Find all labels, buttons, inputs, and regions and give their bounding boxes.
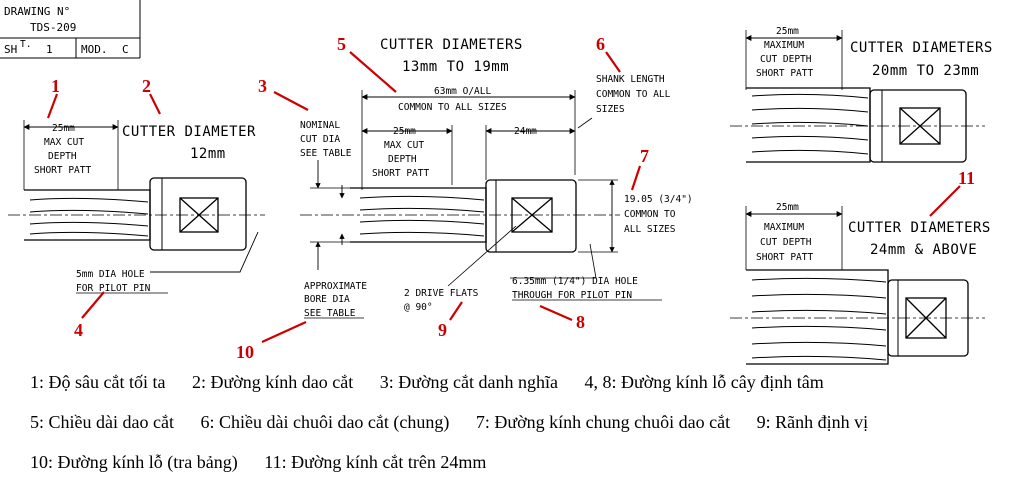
cutter20-depth-line2: CUT DEPTH — [760, 54, 812, 65]
callout-8: 8 — [576, 312, 585, 332]
cutter24-depth-line2: CUT DEPTH — [760, 237, 812, 248]
cutter12-pilot-line1: 5mm DIA HOLE — [76, 269, 145, 280]
cutter12-depth-line2: DEPTH — [48, 151, 77, 162]
legend-item: 6: Chiều dài chuôi dao cắt (chung) — [200, 412, 450, 432]
drawing-number: TDS-209 — [30, 21, 76, 34]
legend-item: 10: Đường kính lỗ (tra bảng) — [30, 452, 238, 472]
cutter12-title: CUTTER DIAMETER — [122, 124, 256, 140]
legend-item: 2: Đường kính dao cắt — [191, 372, 354, 392]
cutter24-depth-dim: 25mm — [776, 202, 799, 213]
cutter13-bore-line3: SEE TABLE — [304, 308, 356, 319]
drawing-number-label: DRAWING N° — [4, 5, 70, 18]
callout-10: 10 — [236, 342, 254, 362]
cutter20-title: CUTTER DIAMETERS — [850, 40, 993, 56]
cutter13-bore-line1: APPROXIMATE — [304, 281, 367, 292]
cutter12-size: 12mm — [190, 146, 226, 162]
cutter13-pilot-line2: THROUGH FOR PILOT PIN — [512, 290, 632, 301]
cutter24-depth-line3: SHORT PATT — [756, 252, 813, 263]
cutter13-depth-dim: 25mm — [393, 126, 416, 137]
cutter-12mm-drawing — [8, 120, 265, 273]
cutter20-depth-line3: SHORT PATT — [756, 68, 813, 79]
callout-1: 1 — [51, 76, 60, 96]
cutter13-flats-line1: 2 DRIVE FLATS — [404, 288, 479, 299]
callout-3: 3 — [258, 76, 267, 96]
cutter-24mm-drawing — [730, 206, 985, 365]
legend-row-1: 1: Độ sâu cắt tối ta 2: Đường kính dao c… — [30, 372, 846, 393]
cutter20-depth-dim: 25mm — [776, 26, 799, 37]
legend-row-3: 10: Đường kính lỗ (tra bảng) 11: Đường k… — [30, 452, 508, 473]
cutter12-depth-dim: 25mm — [52, 123, 75, 134]
callout-9: 9 — [438, 320, 447, 340]
cutter12-depth-line1: MAX CUT — [44, 137, 84, 148]
legend-item: 11: Đường kính cắt trên 24mm — [264, 452, 487, 472]
cutter-20-23mm-drawing — [730, 30, 985, 163]
cutter20-size: 20mm TO 23mm — [872, 63, 979, 79]
callout-7: 7 — [640, 146, 649, 166]
legend-item: 9: Rãnh định vị — [756, 412, 869, 432]
cutter13-overall-note: COMMON TO ALL SIZES — [398, 102, 507, 113]
sheet-value: 1 — [46, 43, 53, 56]
cutter13-nominal-line1: NOMINAL — [300, 120, 340, 131]
sheet-sup: T. — [20, 39, 31, 50]
legend-item: 7: Đường kính chung chuôi dao cắt — [475, 412, 731, 432]
cutter13-shankdia-line2: COMMON TO — [624, 209, 676, 220]
cutter-13-19mm-drawing — [300, 90, 620, 287]
callout-11: 11 — [958, 168, 975, 188]
cutter13-shankdia-line3: ALL SIZES — [624, 224, 676, 235]
callout-4: 4 — [74, 320, 83, 340]
cutter13-shank-line3: SIZES — [596, 104, 625, 115]
cutter12-depth-line3: SHORT PATT — [34, 165, 91, 176]
cutter13-depth-line2: DEPTH — [388, 154, 417, 165]
legend-row-2: 5: Chiều dài dao cắt 6: Chiều dài chuôi … — [30, 412, 890, 433]
sheet-label: SH — [4, 43, 17, 56]
mod-label: MOD. — [81, 43, 108, 56]
callout-leaders — [46, 51, 961, 344]
cutter13-flats-line2: @ 90° — [404, 302, 433, 313]
cutter24-size: 24mm & ABOVE — [870, 242, 977, 258]
cutter13-nominal-line2: CUT DIA — [300, 134, 340, 145]
callout-2: 2 — [142, 76, 151, 96]
mod-value: C — [122, 43, 129, 56]
legend-item: 5: Chiều dài dao cắt — [30, 412, 174, 432]
cutter13-bore-line2: BORE DIA — [304, 294, 350, 305]
cutter13-depth-line1: MAX CUT — [384, 140, 424, 151]
callout-5: 5 — [337, 34, 346, 54]
cutter13-size: 13mm TO 19mm — [402, 59, 509, 75]
title-block — [0, 0, 141, 59]
cutter13-overall-dim: 63mm O/ALL — [434, 86, 491, 97]
cutter13-depth-line3: SHORT PATT — [372, 168, 429, 179]
cutter13-title: CUTTER DIAMETERS — [380, 37, 523, 53]
legend-item: 1: Độ sâu cắt tối ta — [30, 372, 166, 392]
cutter13-shankdia-line1: 19.05 (3/4") — [624, 194, 693, 205]
cutter13-pilot-line1: 6.35mm (1/4") DIA HOLE — [512, 276, 638, 287]
legend-item: 3: Đường cắt danh nghĩa — [379, 372, 558, 392]
legend-item: 4, 8: Đường kính lỗ cây định tâm — [584, 372, 824, 392]
cutter13-shank-line2: COMMON TO ALL — [596, 89, 671, 100]
cutter13-shank-line1: SHANK LENGTH — [596, 74, 665, 85]
cutter24-title: CUTTER DIAMETERS — [848, 220, 991, 236]
callout-6: 6 — [596, 34, 605, 54]
cutter12-pilot-line2: FOR PILOT PIN — [76, 283, 151, 294]
cutter24-depth-line1: MAXIMUM — [764, 222, 804, 233]
cutter13-shank-dim: 24mm — [514, 126, 537, 137]
cutter20-depth-line1: MAXIMUM — [764, 40, 804, 51]
cutter13-nominal-line3: SEE TABLE — [300, 148, 352, 159]
